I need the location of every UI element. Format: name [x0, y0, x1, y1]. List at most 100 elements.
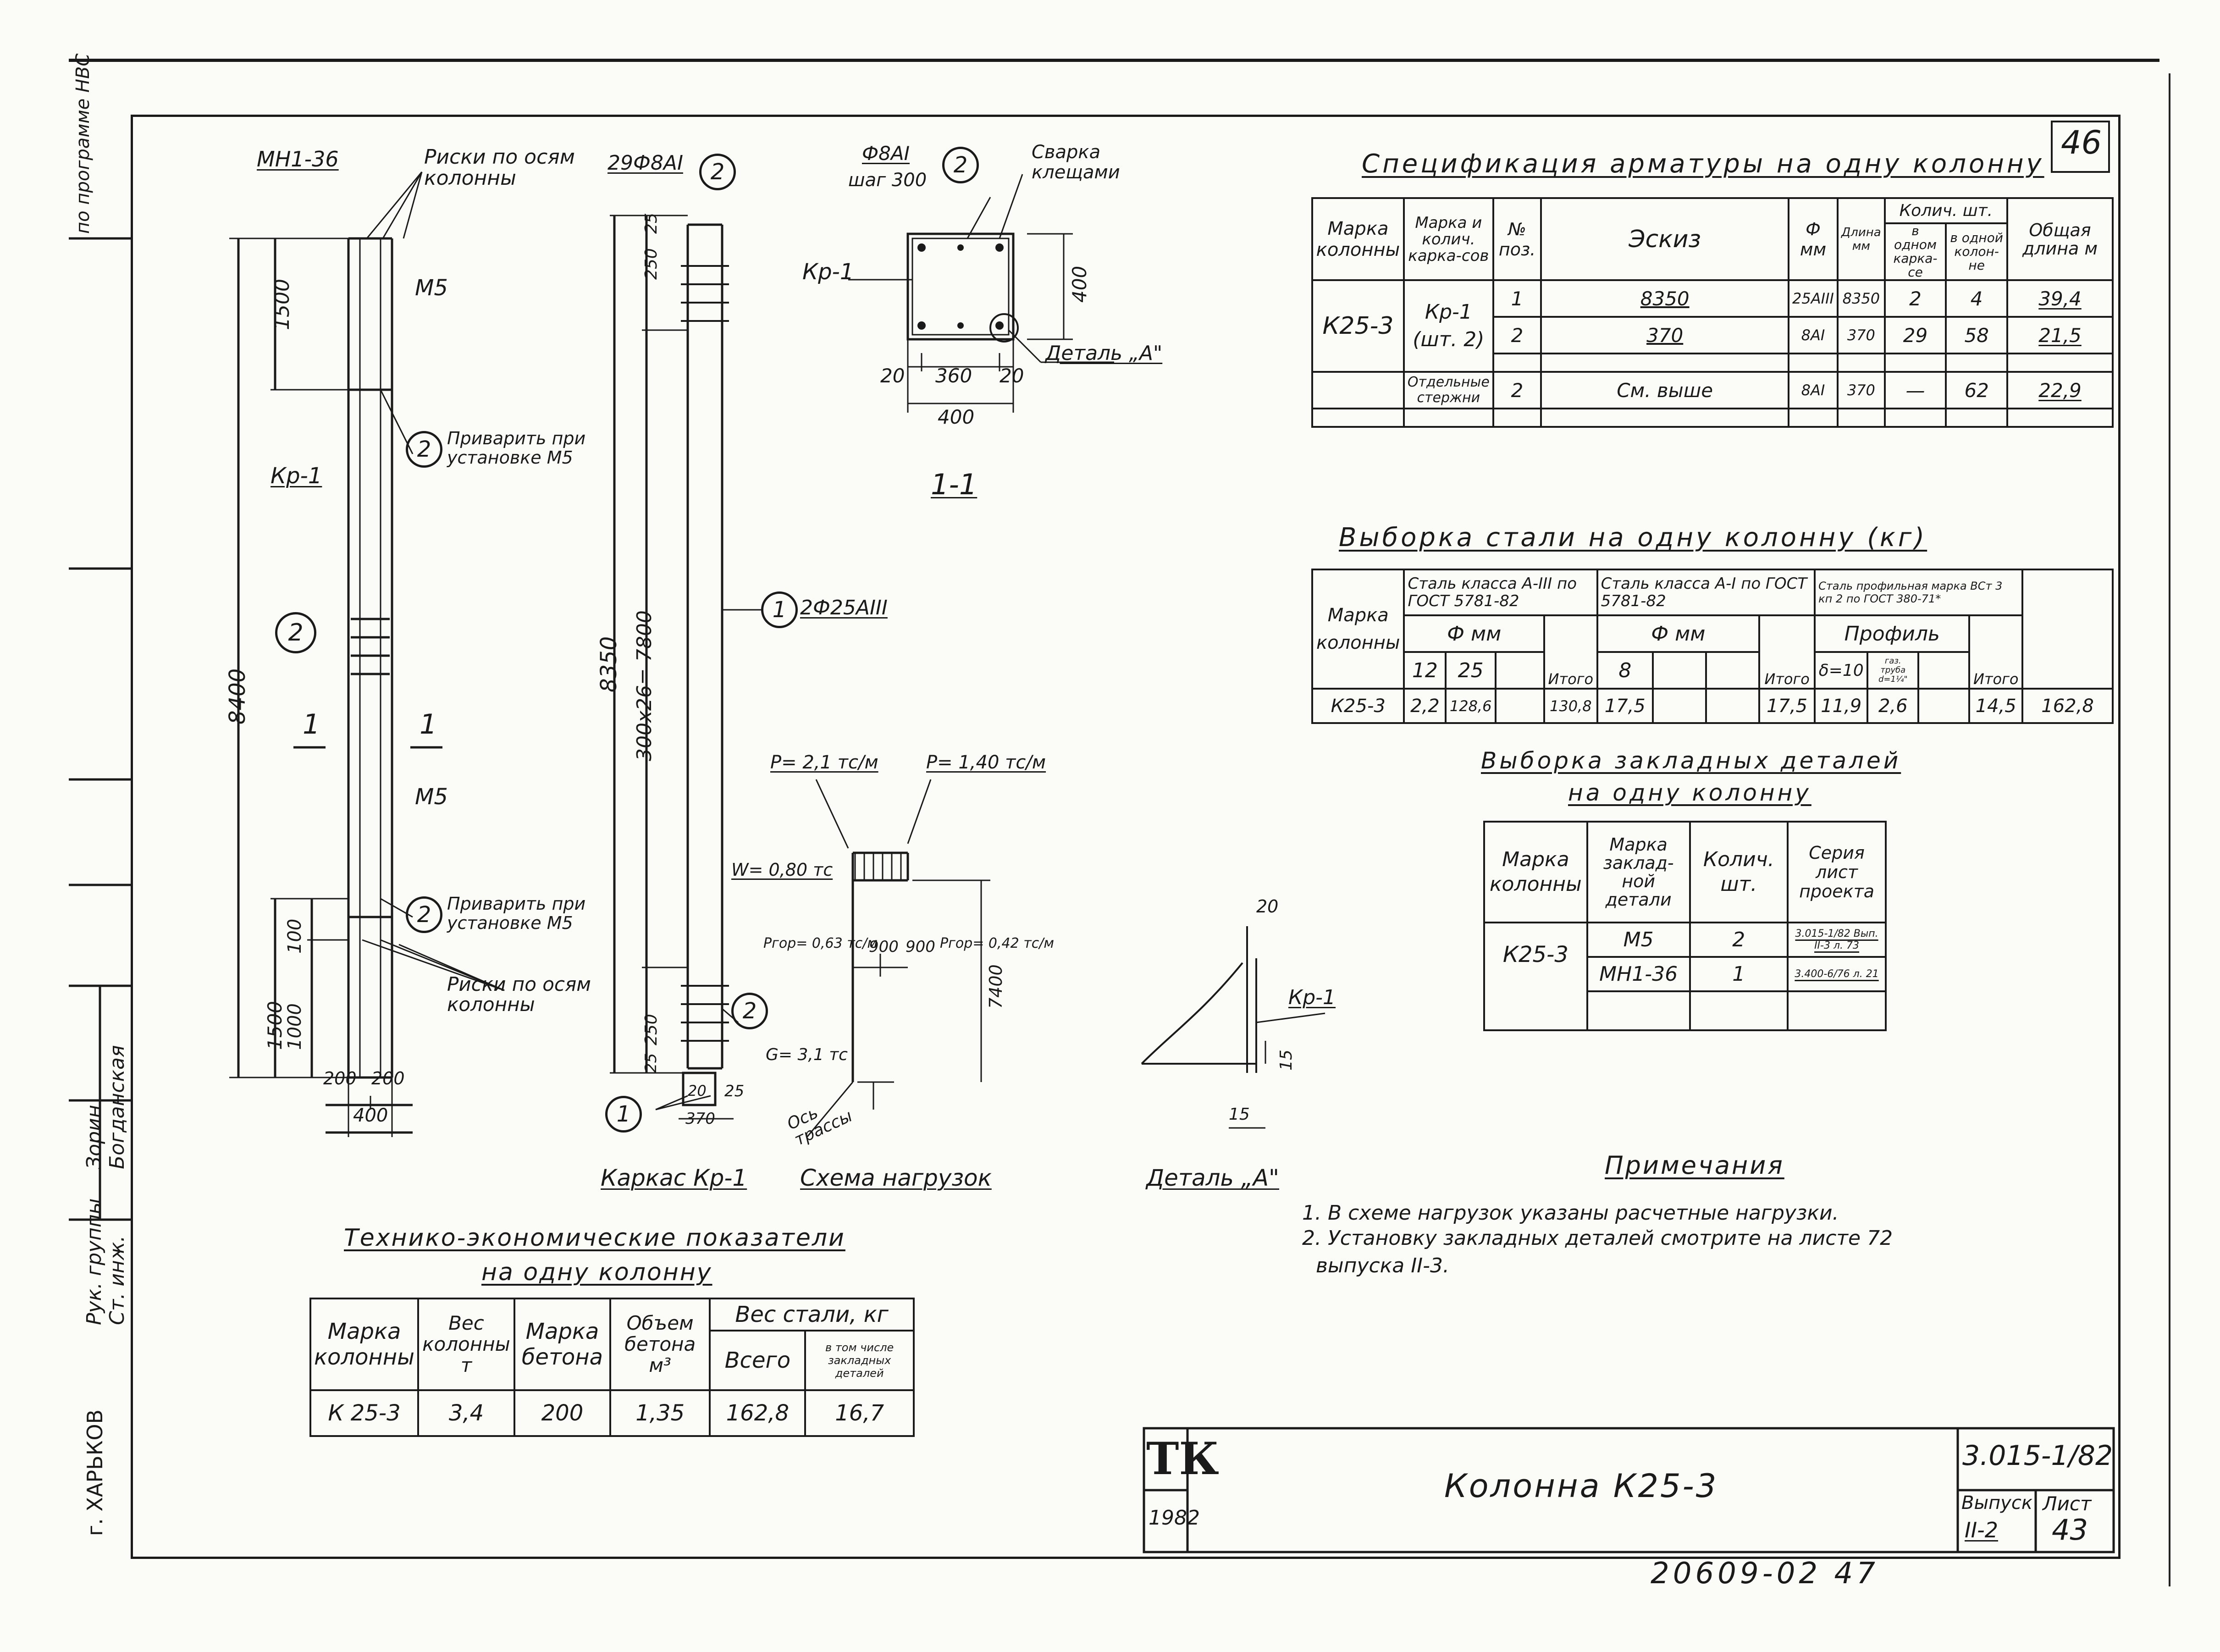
sheet-corner-number: 46: [2061, 124, 2102, 161]
spec-length: 8350: [1836, 279, 1886, 318]
pos-marker-2-cage-bottom: 2: [731, 993, 768, 1029]
section-caption: 1-1: [931, 468, 977, 501]
embed-detail: М5: [1586, 922, 1691, 958]
steel-itogo-3: 14,5: [1968, 688, 2024, 724]
label-weld-top: Приварить при установке М5: [447, 428, 586, 468]
label-risks-bottom: Риски по осям колонны: [447, 973, 591, 1016]
tei-weight: 3,4: [417, 1389, 515, 1437]
spec-h-qty: Колич. шт.: [1883, 197, 2009, 224]
archive-number: 20609-02 47: [1651, 1557, 1879, 1591]
embed-qty: 2: [1689, 922, 1789, 958]
steel-h-profile-steel: Сталь профильная марка ВСт 3 кп 2 по ГОС…: [1814, 569, 2024, 616]
steel-h-profile: Профиль: [1814, 614, 1971, 653]
steel-h-25: 25: [1445, 651, 1497, 690]
label-mn1-36: МН1-36: [257, 147, 339, 171]
steel-gas: 2,6: [1867, 688, 1920, 724]
steel-h-itogo-2: Итого: [1758, 614, 1816, 690]
tei-steel-all: 162,8: [709, 1389, 806, 1437]
steel-v25: 128,6: [1445, 688, 1497, 724]
steel-h-a1: Сталь класса А-I по ГОСТ 5781-82: [1596, 569, 1816, 616]
tei-volume: 1,35: [609, 1389, 711, 1437]
pos-marker-2-top: 2: [406, 431, 442, 468]
pos-marker-1-bottom: 1: [605, 1096, 642, 1133]
spec-qty-cage: 2: [1883, 279, 1947, 318]
steel-itogo-1: 130,8: [1543, 688, 1598, 724]
embed-series: 3.400-6/76 л. 21: [1787, 956, 1887, 992]
caption-loads: Схема нагрузок: [800, 1165, 992, 1191]
dim-25-bottom: 25: [642, 1053, 660, 1073]
spec-qty-col: 4: [1945, 279, 2009, 318]
spec-table: Марка колонны Марка и колич. карка-сов №…: [1311, 197, 2114, 428]
label-risks-top: Риски по осям колонны: [424, 145, 575, 190]
tei-h-volume: Объем бетона м³: [609, 1298, 711, 1391]
steel-total: 162,8: [2021, 688, 2114, 724]
dim-250-top: 250: [642, 248, 661, 280]
spec-length: 370: [1836, 316, 1886, 354]
embed-h-qty: Колич. шт.: [1689, 821, 1789, 923]
spec-h-total: Общая длина м: [2006, 197, 2114, 281]
pos-marker-2-section: 2: [942, 147, 979, 183]
spec-title: Спецификация арматуры на одну колонну: [1362, 149, 2044, 179]
steel-h-mark: Марка колонны: [1311, 569, 1405, 690]
spec-pos: 1: [1492, 279, 1542, 318]
note-2: 2. Установку закладных деталей смотрите …: [1302, 1227, 1893, 1250]
pos-marker-1: 1: [761, 591, 798, 628]
spec-h-length: Длина мм: [1836, 197, 1886, 281]
detail-kr1: Кр-1: [1288, 986, 1336, 1009]
dim-7800: 300х26= 7800: [633, 610, 656, 761]
dim-1500-bottom: 1500: [264, 1001, 286, 1050]
load-g: G= 3,1 тс: [766, 1045, 848, 1064]
spec-h-phi: Ф мм: [1788, 197, 1839, 281]
detail-dim-15-right: 15: [1277, 1050, 1296, 1071]
steel-h-d10: δ=10: [1814, 651, 1869, 690]
spec-pos: 2: [1492, 316, 1542, 354]
tei-h-concrete: Марка бетона: [513, 1298, 612, 1391]
spec-cage-count: (шт. 2): [1413, 328, 1485, 351]
dim-20-left: 20: [880, 365, 905, 387]
spec-qty-col: 62: [1945, 371, 2009, 409]
label-rebar-top: 29Ф8АI: [607, 151, 683, 175]
steel-title: Выборка стали на одну колонну (кг): [1339, 523, 1927, 553]
tei-h-all: Всего: [709, 1330, 806, 1391]
dim-400-section: 400: [1068, 265, 1091, 303]
spec-length: 370: [1836, 371, 1886, 409]
stamp-series: 3.015-1/82: [1962, 1440, 2113, 1472]
steel-h-itogo-3: Итого: [1968, 614, 2024, 690]
steel-d10: 11,9: [1814, 688, 1869, 724]
spec-h-qty-cage: в одном карка-се: [1883, 222, 1947, 281]
embed-qty: 1: [1689, 956, 1789, 992]
dim-200-left: 200: [323, 1068, 357, 1088]
pos-marker-2: 2: [275, 612, 316, 653]
section-mark-right: 1: [420, 708, 437, 740]
stamp-sheet-label: Лист: [2043, 1492, 2092, 1515]
spec-phi: 8АI: [1788, 316, 1839, 354]
load-900-right: 900: [906, 938, 935, 956]
dim-25-right: 25: [724, 1082, 745, 1100]
label-kr1-section: Кр-1: [802, 259, 854, 285]
dim-8400: 8400: [225, 668, 250, 724]
steel-h-phi-2: Ф мм: [1596, 614, 1761, 653]
embed-detail: МН1-36: [1586, 956, 1691, 992]
steel-v12: 2,2: [1403, 688, 1447, 724]
label-kr1-left: Кр-1: [271, 463, 322, 489]
load-p1: P= 2,1 тс/м: [770, 752, 878, 773]
caption-cage: Каркас Кр-1: [601, 1165, 747, 1191]
spec-qty-cage: 29: [1883, 316, 1947, 354]
embed-h-series: Серия лист проекта: [1787, 821, 1887, 923]
dim-20-right: 20: [1000, 365, 1024, 387]
spec-separate: Отдельные стержни: [1403, 371, 1494, 409]
tei-h-mark: Марка колонны: [309, 1298, 420, 1391]
load-w: W= 0,80 тс: [731, 860, 833, 880]
spec-cage: Кр-1(шт. 2): [1403, 279, 1494, 373]
spec-h-sketch: Эскиз: [1540, 197, 1790, 281]
spec-pos: 2: [1492, 371, 1542, 409]
embed-column-mark: К25-3: [1483, 922, 1588, 1031]
dim-1000: 1000: [284, 1003, 305, 1050]
tei-concrete: 200: [513, 1389, 612, 1437]
tei-h-weight: Вес колонны т: [417, 1298, 515, 1391]
note-1: 1. В схеме нагрузок указаны расчетные на…: [1302, 1201, 1839, 1225]
label-welding: Сварка клещами: [1032, 142, 1120, 183]
steel-h-gas-pipe: газ. труба d=1¼": [1867, 651, 1920, 690]
spec-phi: 25АIII: [1788, 279, 1839, 318]
stamp-issue-label: Выпуск: [1961, 1492, 2032, 1514]
